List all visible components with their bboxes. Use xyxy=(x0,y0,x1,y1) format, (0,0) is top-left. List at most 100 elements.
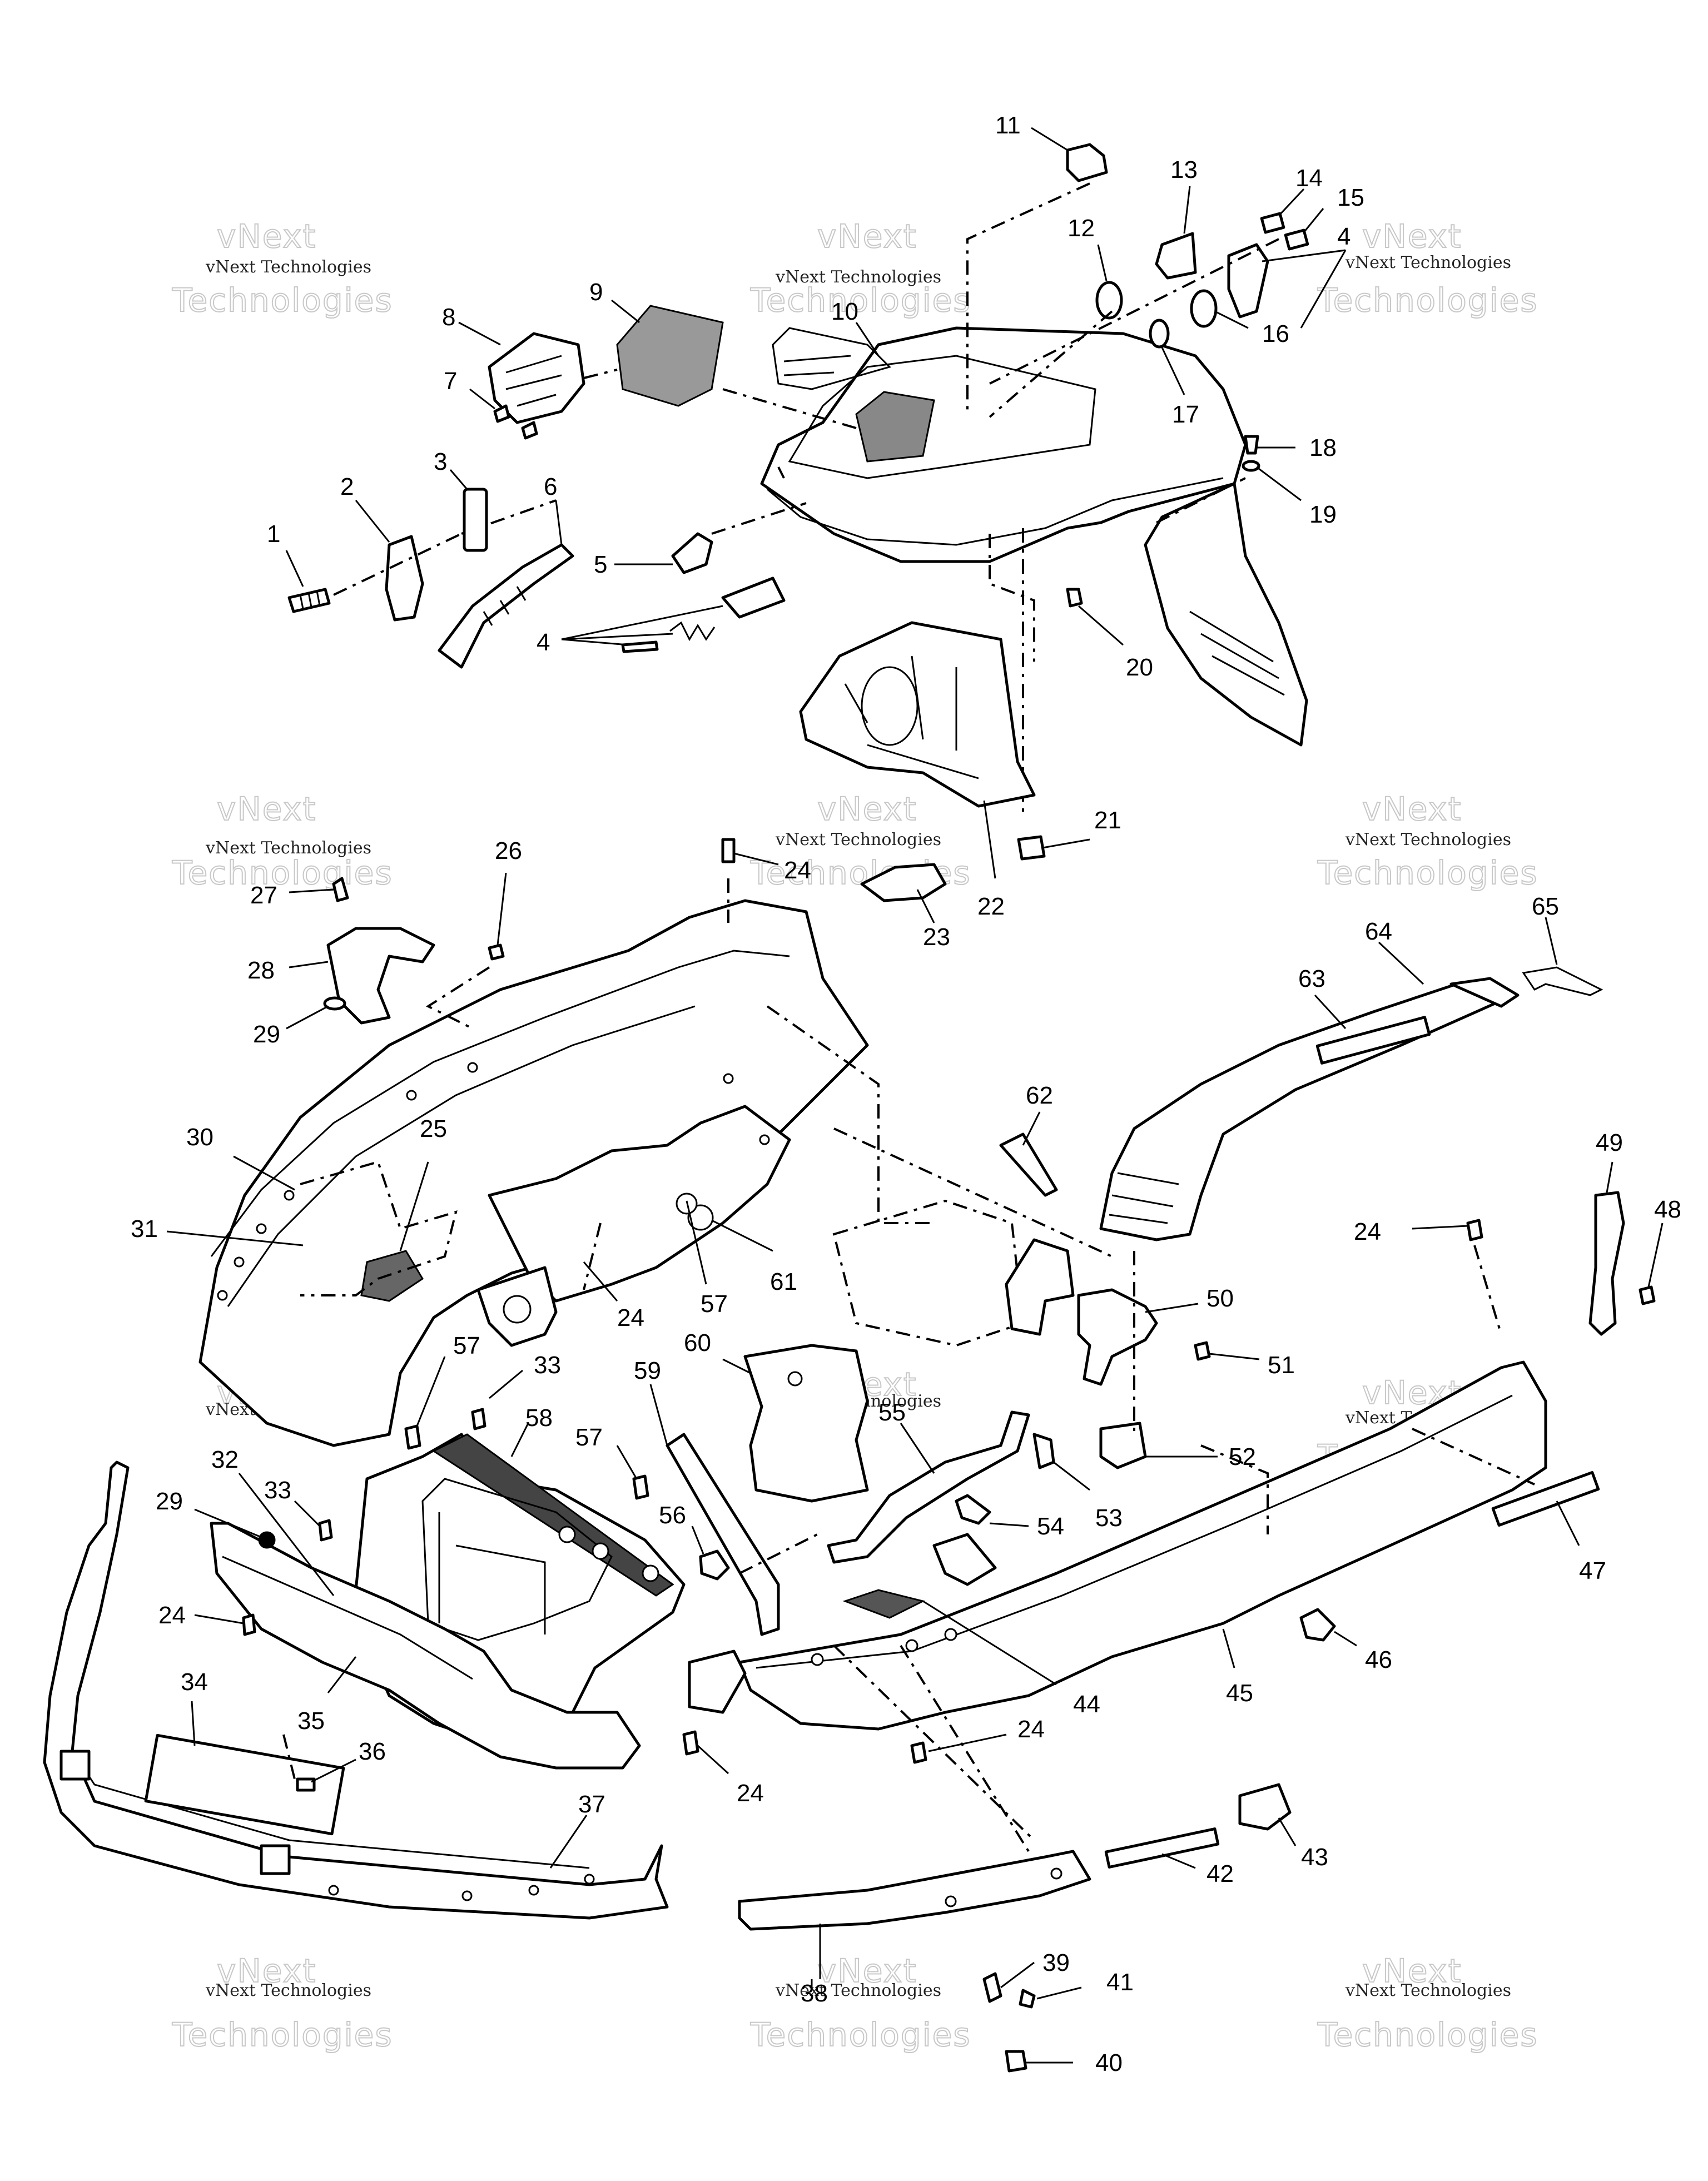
callout-25: 25 xyxy=(420,1115,447,1142)
callout-24c: 24 xyxy=(1354,1218,1381,1245)
screw-part-48 xyxy=(1639,1285,1656,1305)
watermark-big-1: vNext xyxy=(217,217,316,255)
leader-20 xyxy=(1078,605,1124,646)
cowl-rivets xyxy=(217,1062,770,1301)
callout-62: 62 xyxy=(1026,1082,1053,1109)
screw-part-7 xyxy=(493,404,510,423)
callout-2: 2 xyxy=(340,473,354,500)
callout-12: 12 xyxy=(1068,215,1095,242)
watermark-top-right: vNext Technologies vNext Technologies xyxy=(1317,217,1538,320)
front-bumper-group xyxy=(43,1460,669,1920)
bracket-part-59 xyxy=(666,1433,780,1636)
leader-4b2 xyxy=(1300,250,1347,329)
watermark-big-2: Technologies xyxy=(1317,2016,1538,2054)
trim-hole xyxy=(945,1895,957,1907)
leader-37 xyxy=(549,1815,588,1869)
assembly-line xyxy=(722,388,857,429)
assembly-line xyxy=(1473,1245,1502,1335)
leader-49 xyxy=(1606,1161,1613,1193)
callout-31: 31 xyxy=(131,1215,158,1243)
callout-15: 15 xyxy=(1337,184,1364,211)
watermark-big-2: Technologies xyxy=(1317,854,1538,892)
assembly-line xyxy=(989,534,1035,662)
leader-24a xyxy=(733,852,779,866)
latch-part-4-right xyxy=(1227,243,1269,319)
leader-59 xyxy=(649,1384,668,1446)
callout-20: 20 xyxy=(1126,654,1153,681)
rod-part-62 xyxy=(999,1132,1058,1197)
watermark-mid-center: vNext Technologies vNext Technologies xyxy=(749,789,971,892)
leader-19 xyxy=(1256,466,1302,501)
leader-13 xyxy=(1183,186,1191,234)
cowl-inner-line xyxy=(227,1005,696,1307)
leader-62 xyxy=(1022,1111,1041,1146)
callout-60: 60 xyxy=(684,1329,711,1357)
callout-49: 49 xyxy=(1596,1129,1623,1156)
leader-39 xyxy=(1000,1961,1035,1989)
callout-8: 8 xyxy=(442,304,455,331)
leader-1 xyxy=(285,550,304,587)
callout-58: 58 xyxy=(525,1404,553,1432)
leader-61 xyxy=(711,1219,773,1252)
assembly-line xyxy=(989,238,1279,385)
cowl-assembly xyxy=(198,877,1113,1447)
leader-36 xyxy=(311,1758,356,1783)
callout-11: 11 xyxy=(995,112,1021,139)
mount-bracket xyxy=(1005,1238,1075,1336)
leader-44 xyxy=(922,1600,1057,1686)
pad-part-14 xyxy=(1260,212,1285,234)
latch-block-part-4 xyxy=(721,577,786,619)
bracket-part-52 xyxy=(1099,1422,1147,1469)
watermark-big-2: Technologies xyxy=(172,854,393,892)
hood-skirt-louvers xyxy=(1189,610,1285,696)
strip-part-42 xyxy=(1104,1827,1220,1869)
vent-louvers xyxy=(505,355,562,407)
trim-part-38 xyxy=(738,1850,1091,1931)
assembly-line xyxy=(966,182,1090,411)
watermark-small: vNext Technologies xyxy=(775,1981,941,2000)
assembly-line xyxy=(739,1533,818,1574)
callout-28: 28 xyxy=(247,957,275,984)
side-panel-hole xyxy=(905,1639,918,1652)
callout-30: 30 xyxy=(186,1124,214,1151)
pin-part-4 xyxy=(621,640,659,653)
inner-panel-group xyxy=(721,621,1046,902)
leader-24b xyxy=(583,1261,618,1301)
hood-screen xyxy=(855,391,935,463)
leader-42 xyxy=(1161,1853,1196,1869)
assembly-line xyxy=(333,533,462,596)
fastener-part-24-bottom xyxy=(910,1741,927,1764)
assembly-line xyxy=(583,1223,602,1290)
leader-15 xyxy=(1303,208,1324,233)
watermark-small: vNext Technologies xyxy=(775,830,941,849)
leader-11 xyxy=(1031,127,1068,151)
callout-19: 19 xyxy=(1309,501,1337,528)
callout-24f: 24 xyxy=(737,1780,764,1807)
bracket-part-35 xyxy=(210,1522,641,1770)
bolt-part-18 xyxy=(1244,435,1259,455)
callout-14: 14 xyxy=(1295,165,1323,192)
bumper-part-37 xyxy=(43,1460,669,1920)
bumper-hinge-right xyxy=(260,1844,291,1875)
watermark-small: vNext Technologies xyxy=(205,257,371,277)
clamp-part-54 xyxy=(955,1494,991,1525)
leader-45 xyxy=(1222,1628,1235,1668)
callout-3: 3 xyxy=(434,448,447,475)
callout-16: 16 xyxy=(1262,320,1289,347)
callout-56: 56 xyxy=(659,1502,686,1529)
callout-35: 35 xyxy=(297,1707,325,1735)
leader-51 xyxy=(1209,1353,1260,1360)
leader-21 xyxy=(1042,838,1090,849)
leader-23 xyxy=(916,889,935,923)
callout-48: 48 xyxy=(1654,1196,1681,1223)
assembly-line xyxy=(900,1645,1030,1852)
watermark-big-1: vNext xyxy=(817,1952,917,1990)
watermark-bottom-center: vNext Technologies vNext Technologies xyxy=(749,1951,971,2054)
callout-7: 7 xyxy=(444,367,457,395)
watermark-bottom-left: vNext Technologies vNext Technologies xyxy=(171,1951,393,2054)
assembly-line xyxy=(777,466,785,479)
callout-41: 41 xyxy=(1106,1969,1134,1996)
latch-hardware xyxy=(287,488,786,669)
clip-part-65 xyxy=(1522,966,1603,996)
